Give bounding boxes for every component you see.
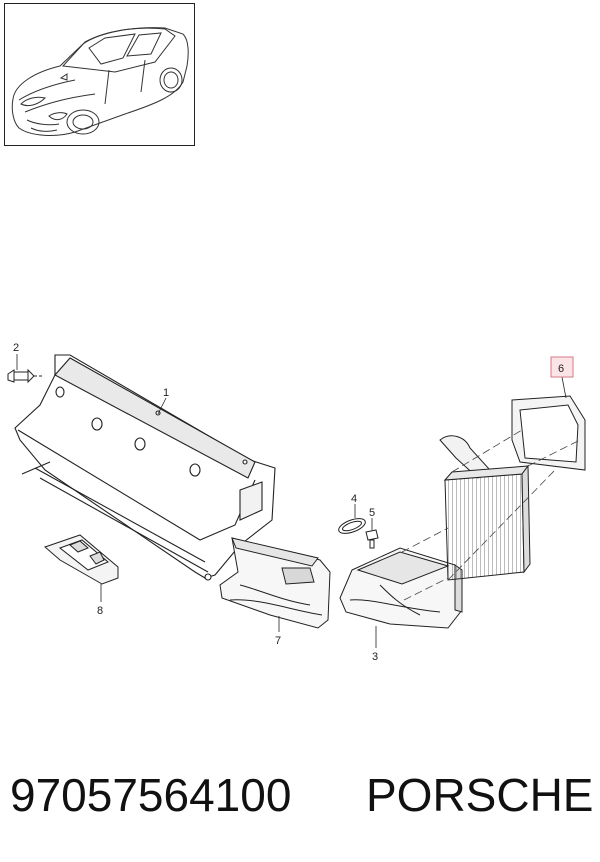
part-caption: 97057564100 PORSCHE [0, 760, 600, 830]
part-screw [365, 529, 379, 549]
vehicle-thumbnail [4, 3, 195, 146]
callout-6-highlight: 6 [550, 356, 574, 378]
callout-8: 8 [97, 605, 103, 617]
callout-2: 2 [13, 342, 19, 354]
svg-text:2: 2 [13, 342, 19, 354]
svg-text:4: 4 [351, 493, 357, 505]
part-bracket [44, 534, 119, 585]
parts-exploded-diagram: 1 2 3 4 5 6 7 8 [7, 342, 586, 663]
part-clip [7, 368, 44, 384]
part-intercooler [401, 395, 586, 601]
svg-text:3: 3 [372, 651, 378, 663]
callout-5: 5 [369, 507, 375, 519]
callout-7: 7 [275, 635, 281, 647]
part-gasket [338, 518, 366, 534]
callout-4: 4 [351, 493, 357, 505]
part-air-duct-right [339, 547, 463, 629]
svg-text:6: 6 [558, 363, 564, 375]
svg-text:8: 8 [97, 605, 103, 617]
callout-1: 1 [163, 387, 169, 399]
part-number: 97057564100 [10, 769, 292, 821]
svg-text:5: 5 [369, 507, 375, 519]
leader-lines [16, 354, 567, 648]
part-air-duct-left [219, 537, 331, 629]
svg-text:1: 1 [163, 387, 169, 399]
car-illustration [11, 27, 189, 136]
part-front-panel [14, 354, 276, 581]
svg-text:7: 7 [275, 635, 281, 647]
callout-3: 3 [372, 651, 378, 663]
brand-name: PORSCHE [366, 769, 594, 821]
